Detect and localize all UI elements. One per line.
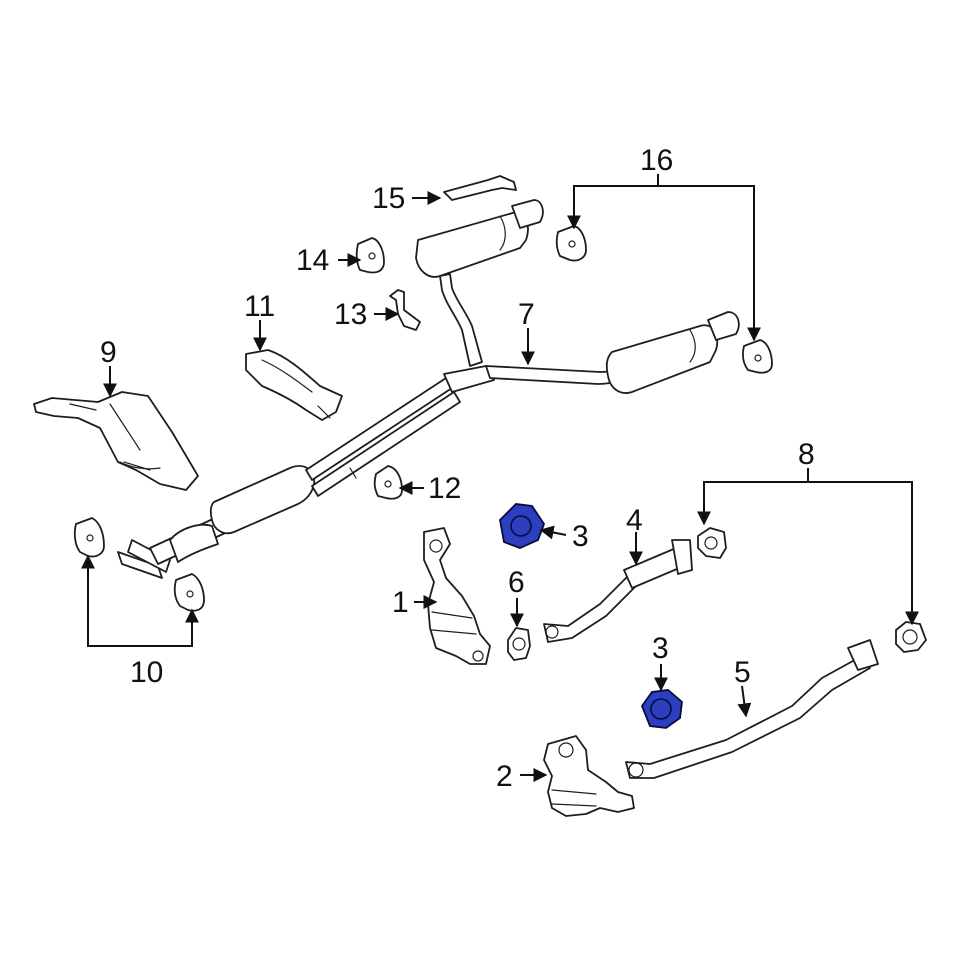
callout-11: 11 [244, 290, 275, 323]
insulator-16-lower [741, 339, 773, 374]
heat-shield [245, 349, 343, 421]
gasket-3-upper [499, 503, 546, 549]
catalytic-converter-1 [423, 527, 491, 665]
callout-12: 12 [428, 472, 461, 505]
callout-2: 2 [496, 760, 513, 793]
front-pipe-4 [543, 539, 693, 643]
bracket-15 [443, 175, 517, 201]
callout-3-upper: 3 [572, 520, 589, 553]
leader-lines [81, 174, 919, 782]
gasket-3-upper-shape [499, 503, 546, 549]
exhaust-pipe-assembly [117, 199, 740, 579]
gasket-3-lower [640, 689, 683, 729]
bracket-13 [389, 289, 421, 331]
callout-15: 15 [372, 182, 405, 215]
insulator-14 [355, 237, 385, 274]
callout-10: 10 [130, 656, 163, 689]
callout-3-lower: 3 [652, 632, 669, 665]
callout-6: 6 [508, 566, 525, 599]
insulator-10-left [73, 517, 105, 558]
callout-8: 8 [798, 438, 815, 471]
gasket-3-lower-shape [640, 689, 683, 729]
callout-13: 13 [334, 298, 367, 331]
insulator-16-upper [555, 225, 587, 262]
callout-4: 4 [626, 504, 643, 537]
insulator-10-right [173, 573, 205, 612]
catalytic-converter-2 [543, 735, 635, 817]
gasket-6 [507, 627, 531, 661]
callout-14: 14 [296, 244, 329, 277]
callout-7: 7 [518, 298, 535, 331]
callout-5: 5 [734, 656, 751, 689]
heat-shield-bracket [33, 391, 199, 491]
callout-9: 9 [100, 336, 117, 369]
gasket-8-upper [697, 527, 727, 559]
gasket-8-lower [895, 621, 927, 653]
insulator-12 [373, 465, 403, 500]
intermediate-pipe-5 [625, 639, 879, 779]
callout-1: 1 [392, 586, 409, 619]
callout-16: 16 [640, 144, 673, 177]
